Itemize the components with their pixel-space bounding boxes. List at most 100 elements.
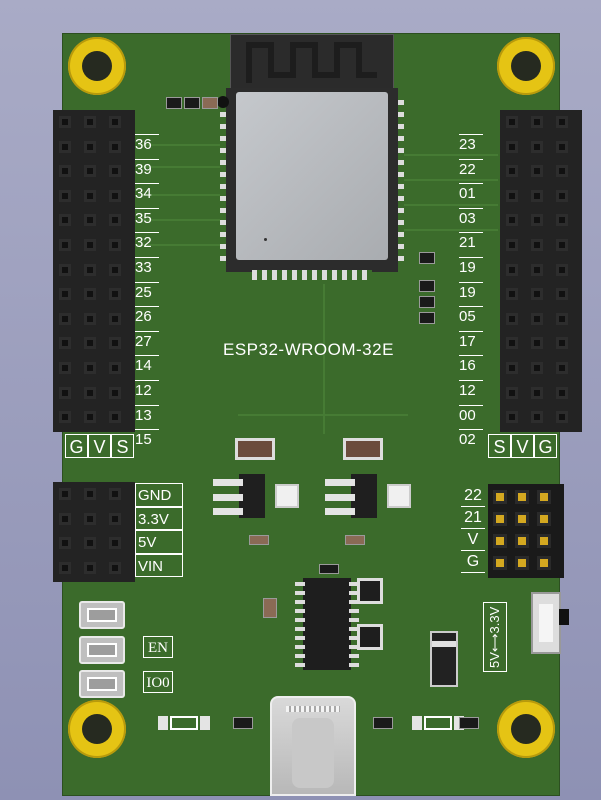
uart-label-0: 22 bbox=[461, 486, 485, 507]
right-header-label-0: 23 bbox=[459, 134, 483, 155]
right-header-label-5: 19 bbox=[459, 257, 483, 278]
right-header-pin bbox=[531, 263, 543, 276]
power-header-pin bbox=[109, 537, 121, 550]
uart-header-pin bbox=[515, 534, 529, 548]
capacitor-c5 bbox=[235, 438, 275, 460]
left-header-pin bbox=[109, 165, 121, 178]
right-header-label-6: 19 bbox=[459, 281, 483, 303]
left-header-label-12: 15 bbox=[135, 429, 159, 450]
uart-header-pin bbox=[493, 534, 507, 548]
uart-header-pin bbox=[515, 556, 529, 570]
uart-header-pin bbox=[537, 490, 551, 504]
uart-label-3: G bbox=[461, 552, 485, 573]
left-header-pin bbox=[59, 411, 71, 424]
mounting-hole-bottom-right bbox=[497, 700, 555, 758]
right-header-pin bbox=[556, 362, 568, 374]
led-2 bbox=[412, 716, 464, 730]
power-label-1: 3.3V bbox=[135, 506, 183, 530]
resistor-r3 bbox=[419, 312, 435, 324]
right-header-pin bbox=[556, 411, 568, 424]
uart-label-2: V bbox=[461, 530, 485, 551]
pin1-marker bbox=[217, 96, 229, 108]
usb-c-connector[interactable] bbox=[270, 696, 356, 796]
left-header-pin bbox=[59, 165, 71, 178]
mounting-hole-top-right bbox=[497, 37, 555, 95]
io0-button[interactable] bbox=[79, 670, 125, 698]
uart-header-pin bbox=[493, 512, 507, 526]
left-footer-s: S bbox=[111, 434, 134, 458]
left-header-label-10: 12 bbox=[135, 380, 159, 401]
left-footer-v: V bbox=[88, 434, 111, 458]
power-header-pin bbox=[109, 512, 121, 525]
right-header-label-11: 00 bbox=[459, 404, 483, 426]
right-header-pin bbox=[556, 337, 568, 350]
left-header-pin bbox=[59, 312, 71, 325]
power-header-pin bbox=[109, 488, 121, 500]
left-header-pin bbox=[109, 263, 121, 276]
switch-label: 5V⟷3.3V bbox=[483, 602, 507, 672]
right-header-pin bbox=[556, 263, 568, 276]
resistor-r5 bbox=[345, 535, 365, 545]
right-header-pin bbox=[531, 239, 543, 251]
right-header-label-7: 05 bbox=[459, 306, 483, 327]
left-footer-g: G bbox=[65, 434, 88, 458]
power-header-pin bbox=[59, 512, 71, 525]
transistor-q2 bbox=[357, 624, 383, 650]
left-header-pin bbox=[84, 239, 96, 251]
right-header-label-12: 02 bbox=[459, 429, 483, 450]
left-header-pin bbox=[109, 411, 121, 424]
left-header-pin bbox=[59, 189, 71, 202]
left-header-pin bbox=[59, 140, 71, 153]
right-header-pin bbox=[531, 116, 543, 128]
mounting-hole-top-left bbox=[68, 37, 126, 95]
right-header-pin bbox=[506, 214, 518, 227]
module-pins-bottom bbox=[252, 270, 372, 280]
right-header-pin bbox=[531, 312, 543, 325]
right-header-pin bbox=[506, 263, 518, 276]
capacitor-c6 bbox=[343, 438, 383, 460]
right-header-pin bbox=[506, 140, 518, 153]
button-unlabeled[interactable] bbox=[79, 601, 125, 629]
regulator-1 bbox=[213, 474, 308, 534]
module-shield bbox=[236, 92, 388, 260]
left-header-pin bbox=[84, 337, 96, 350]
left-header-label-2: 34 bbox=[135, 183, 159, 204]
right-header-label-3: 03 bbox=[459, 207, 483, 229]
uart-header-pin bbox=[537, 512, 551, 526]
en-button[interactable] bbox=[79, 636, 125, 664]
left-header-pin bbox=[109, 214, 121, 227]
right-header-pin bbox=[531, 386, 543, 399]
right-header-pin bbox=[556, 214, 568, 227]
left-header-pin bbox=[59, 362, 71, 374]
left-header-pin bbox=[84, 140, 96, 153]
voltage-switch[interactable] bbox=[531, 592, 561, 654]
power-header-pin bbox=[59, 537, 71, 550]
uart-header-pin bbox=[515, 512, 529, 526]
right-header-label-4: 21 bbox=[459, 232, 483, 253]
uart-header-pin bbox=[493, 556, 507, 570]
en-button-label: EN bbox=[143, 636, 173, 658]
right-header-pin bbox=[506, 116, 518, 128]
resistor-r4 bbox=[249, 535, 269, 545]
left-header-pin bbox=[84, 386, 96, 399]
power-header-pin bbox=[109, 561, 121, 574]
module-label: ESP32-WROOM-32E bbox=[223, 340, 394, 359]
right-header-label-8: 17 bbox=[459, 330, 483, 352]
left-header-pin bbox=[109, 337, 121, 350]
left-header-label-7: 26 bbox=[135, 306, 159, 327]
right-header-pin bbox=[506, 288, 518, 301]
resistor-r6 bbox=[233, 717, 253, 729]
left-header-pin bbox=[109, 239, 121, 251]
regulator-2 bbox=[325, 474, 420, 534]
capacitor-c8 bbox=[263, 598, 277, 618]
right-header-pin bbox=[531, 165, 543, 178]
right-header-pin bbox=[531, 189, 543, 202]
uart-header-pin bbox=[537, 534, 551, 548]
right-header-label-9: 16 bbox=[459, 355, 483, 376]
right-footer-g: G bbox=[534, 434, 557, 458]
power-label-2: 5V bbox=[135, 530, 183, 554]
switch-lever[interactable] bbox=[559, 609, 569, 625]
right-header-pin bbox=[556, 189, 568, 202]
right-footer-s: S bbox=[488, 434, 511, 458]
